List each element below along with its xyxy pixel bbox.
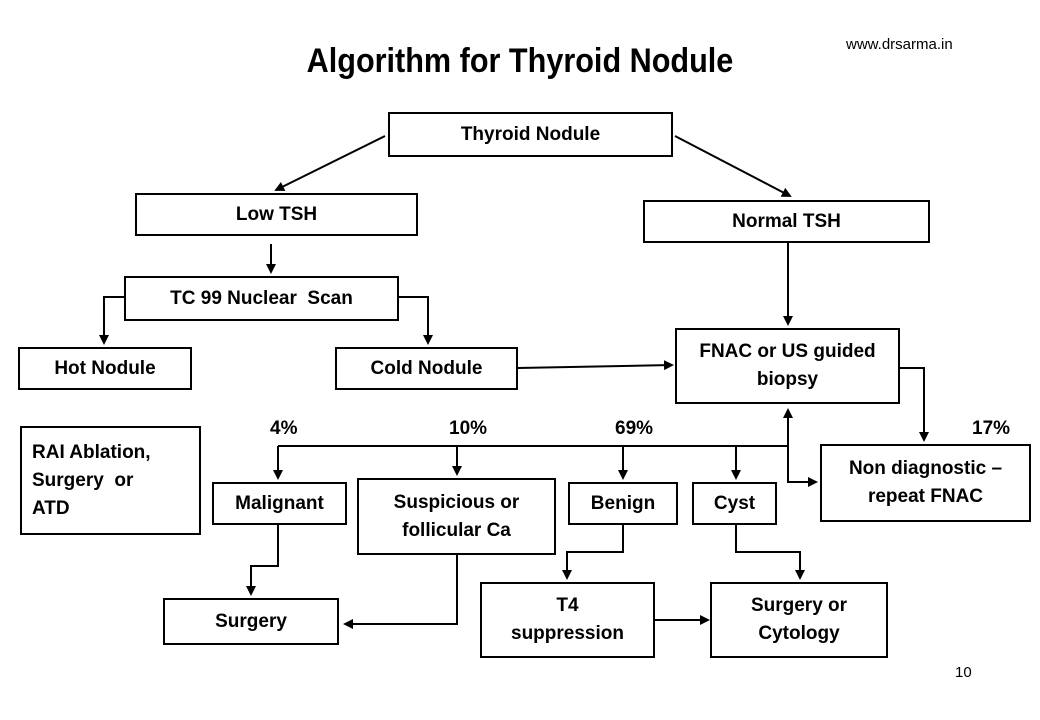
surgery-box: Surgery — [163, 598, 339, 645]
rai-label-line1: RAI Ablation, — [32, 441, 151, 463]
benign-box: Benign — [568, 482, 678, 525]
page-number: 10 — [955, 664, 972, 681]
benign-label: Benign — [590, 492, 656, 514]
suspicious-label-line2: follicular Ca — [402, 519, 511, 541]
t4-suppression-box: T4 suppression — [480, 582, 655, 658]
nondiagnostic-label-line2: repeat FNAC — [867, 486, 984, 507]
normal-tsh-label: Normal TSH — [732, 210, 841, 232]
rai-label-line2: Surgery or — [32, 469, 134, 491]
suspicious-label-line1: Suspicious or — [393, 491, 520, 513]
surgery-or-cytology-box: Surgery or Cytology — [710, 582, 888, 658]
hot-nodule-label: Hot Nodule — [54, 357, 156, 379]
low-tsh-label: Low TSH — [235, 203, 318, 225]
thyroid-nodule-label: Thyroid Nodule — [460, 123, 601, 145]
nondiagnostic-label-line1: Non diagnostic – — [848, 458, 1003, 479]
rai-label-line3: ATD — [32, 497, 70, 519]
cold-nodule-label: Cold Nodule — [370, 357, 483, 379]
suspicious-box: Suspicious or follicular Ca — [357, 478, 556, 555]
surgery-cytology-label-line2: Cytology — [758, 623, 840, 644]
page-title: Algorithm for Thyroid Nodule — [306, 42, 734, 80]
low-tsh-box: Low TSH — [135, 193, 418, 236]
cyst-label: Cyst — [713, 492, 756, 514]
surgery-cytology-label-line1: Surgery or — [750, 595, 848, 616]
website-url: www.drsarma.in — [846, 36, 953, 53]
benign-percentage: 69% — [615, 418, 654, 439]
t4-label-line2: suppression — [511, 623, 624, 644]
fnac-box: FNAC or US guided biopsy — [675, 328, 900, 404]
nondiagnostic-percentage: 17% — [972, 418, 1011, 439]
fnac-label-line2: biopsy — [756, 369, 819, 390]
hot-nodule-box: Hot Nodule — [18, 347, 192, 390]
malignant-label: Malignant — [235, 492, 324, 514]
rai-ablation-box: RAI Ablation, Surgery or ATD — [20, 426, 201, 535]
malignant-box: Malignant — [212, 482, 347, 525]
malignant-percentage: 4% — [270, 418, 298, 439]
normal-tsh-box: Normal TSH — [643, 200, 930, 243]
nondiagnostic-box: Non diagnostic – repeat FNAC — [820, 444, 1031, 522]
cyst-box: Cyst — [692, 482, 777, 525]
suspicious-percentage: 10% — [449, 418, 488, 439]
fnac-label-line1: FNAC or US guided — [699, 341, 876, 362]
cold-nodule-box: Cold Nodule — [335, 347, 518, 390]
tc99-scan-box: TC 99 Nuclear Scan — [124, 276, 399, 321]
surgery-label: Surgery — [215, 610, 287, 632]
thyroid-nodule-box: Thyroid Nodule — [388, 112, 673, 157]
tc99-scan-label: TC 99 Nuclear Scan — [170, 287, 353, 309]
t4-label-line1: T4 — [556, 595, 579, 616]
